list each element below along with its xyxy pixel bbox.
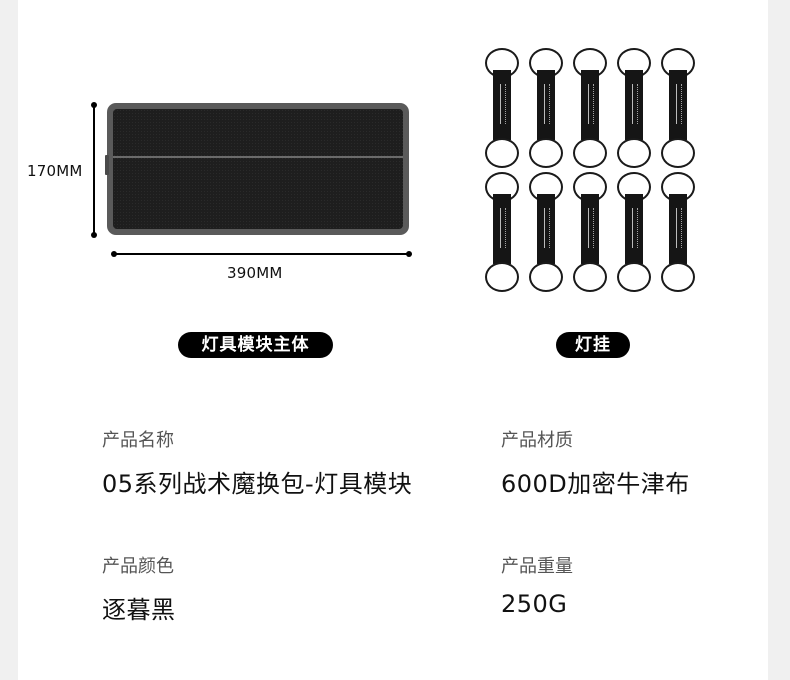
height-label: 170MM xyxy=(27,162,83,180)
dimension-dot xyxy=(91,102,97,108)
width-dimension-line xyxy=(114,253,409,255)
lamp-straps-image xyxy=(483,48,703,292)
straps-caption-badge: 灯挂 xyxy=(556,332,630,358)
height-dimension-line xyxy=(93,105,95,235)
dimension-dot xyxy=(91,232,97,238)
spec-color-label: 产品颜色 xyxy=(102,556,174,577)
spec-material-value: 600D加密牛津布 xyxy=(501,470,690,498)
spec-material-label: 产品材质 xyxy=(501,430,573,451)
dimension-dot xyxy=(406,251,412,257)
spec-weight-value: 250G xyxy=(501,590,568,618)
lamp-module-panel-image xyxy=(105,103,409,235)
spec-weight-label: 产品重量 xyxy=(501,556,573,577)
spec-name-value: 05系列战术魔换包-灯具模块 xyxy=(102,470,413,498)
width-label: 390MM xyxy=(227,264,283,282)
spec-name-label: 产品名称 xyxy=(102,430,174,451)
spec-color-value: 逐暮黑 xyxy=(102,596,176,624)
panel-caption-badge: 灯具模块主体 xyxy=(178,332,333,358)
dimension-dot xyxy=(111,251,117,257)
